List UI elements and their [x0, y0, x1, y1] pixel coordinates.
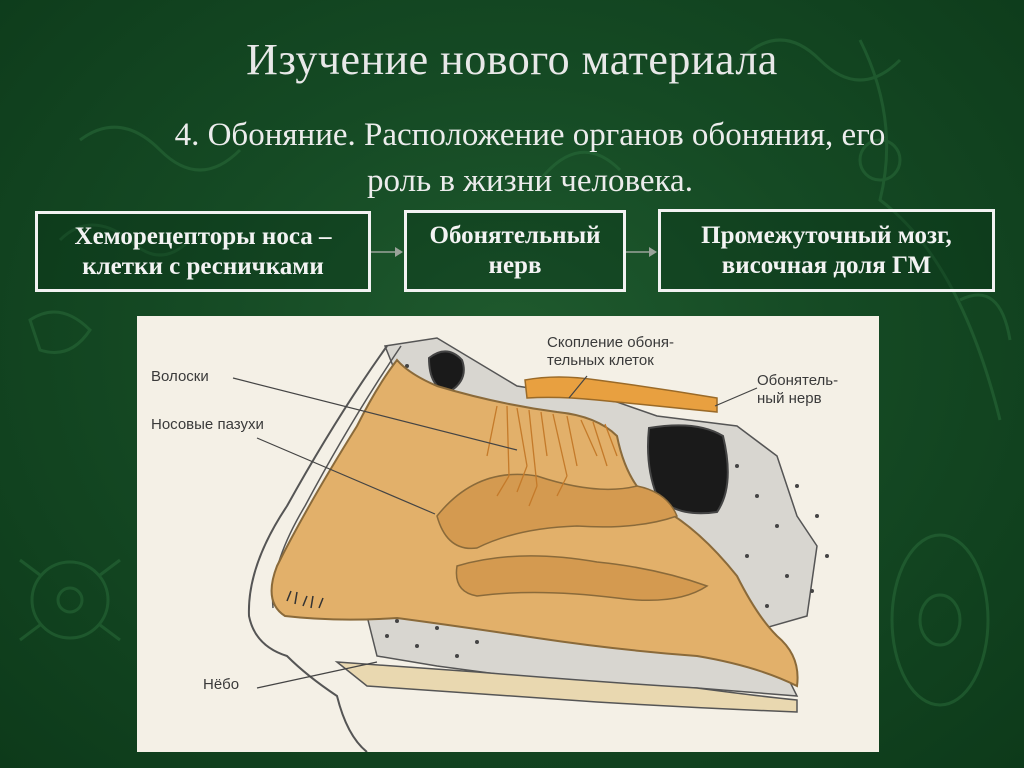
flow-box-chemoreceptors: Хеморецепторы носа – клетки с ресничками [35, 211, 371, 292]
palate [334, 661, 798, 713]
flow-box-line: Хеморецепторы носа – [74, 222, 332, 250]
nasal-turbinate [436, 473, 678, 550]
nostril-hairs [286, 590, 324, 609]
subtitle-line-2: роль в жизни человека. [367, 163, 693, 199]
flow-box-line: Промежуточный мозг, [701, 221, 952, 249]
slide-subtitle: 4. Обоняние. Расположение органов обонян… [60, 112, 1000, 204]
flow-box-brain: Промежуточный мозг, височная доля ГМ [658, 209, 995, 292]
label-olfactory-cells: Скопление обоня- тельных клеток [547, 334, 674, 370]
flow-arrow-icon [626, 247, 657, 257]
label-line: ный нерв [757, 390, 822, 407]
nose-anatomy-figure: Волоски Носовые пазухи Скопление обоня- … [137, 316, 879, 752]
flow-arrow-icon [371, 247, 403, 257]
label-line: Скопление обоня- [547, 334, 674, 351]
flow-box-line: Обонятельный [429, 222, 601, 249]
frontal-sinus-cavity [427, 350, 465, 394]
sphenoid-sinus-cavity [647, 424, 729, 515]
subtitle-line-1: 4. Обоняние. Расположение органов обонян… [174, 117, 886, 153]
label-nasal-sinuses: Носовые пазухи [151, 416, 264, 433]
slide-title: Изучение нового материала [246, 35, 778, 84]
nose-cross-section-drawing [232, 337, 829, 752]
label-palate: Нёбо [203, 676, 240, 693]
nasal-turbinate [455, 555, 709, 602]
cell-doodle-icon [30, 560, 110, 640]
label-leader-lines [232, 375, 758, 689]
label-hairs: Волоски [151, 368, 209, 385]
plant-cell-doodle-icon [890, 533, 990, 707]
label-olfactory-nerve: Обонятель- ный нерв [757, 372, 838, 408]
flow-box-line: нерв [488, 252, 542, 279]
flow-box-line: клетки с ресничками [82, 252, 324, 280]
label-line: Обонятель- [757, 372, 839, 389]
nose-outer-profile [247, 345, 388, 752]
label-line: тельных клеток [547, 352, 654, 369]
flow-box-line: височная доля ГМ [721, 251, 932, 279]
flow-box-olfactory-nerve: Обонятельный нерв [404, 210, 626, 292]
olfactory-cells-cluster [486, 405, 618, 507]
human-figure-doodle-icon [858, 39, 1002, 421]
